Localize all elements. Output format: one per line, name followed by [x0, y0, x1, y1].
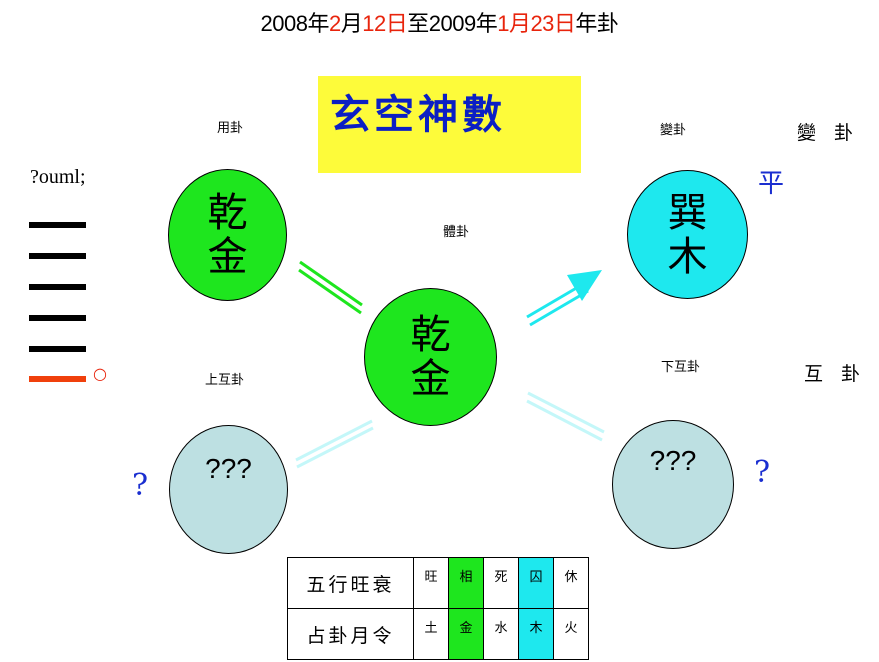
label-ping: 平 [758, 169, 785, 199]
ti-line2: 金 [410, 356, 451, 402]
label-ouml: ?ouml; [30, 166, 86, 188]
five-elements-table: 五行旺衰 旺 相 死 囚 休 占卦月令 土 金 水 木 火 [287, 557, 589, 660]
title-text: 玄空神數 [330, 91, 506, 138]
ti-hexagram: 乾 金 [364, 288, 497, 426]
row-header: 占卦月令 [287, 608, 414, 660]
table-cell: 死 [483, 557, 519, 609]
table-cell: 相 [448, 557, 484, 609]
label-bian-big: 變 卦 [797, 122, 860, 144]
table-cell: 休 [553, 557, 589, 609]
header-part: 2 [329, 11, 341, 36]
label-yong: 用卦 [217, 121, 244, 136]
bian-hexagram: 巽 木 [627, 170, 748, 299]
ti-line1: 乾 [410, 312, 451, 358]
date-range-header: 2008年2月12日至2009年1月23日年卦 [0, 6, 879, 38]
shang-hu-text: ??? [205, 453, 252, 484]
bian-line1: 巽 [667, 189, 708, 236]
yao-line-2 [29, 346, 86, 352]
yong-hexagram: 乾 金 [168, 169, 287, 301]
line-ti-xiahu [526, 391, 605, 442]
label-bian-small: 變卦 [660, 123, 687, 138]
yao-line-6 [29, 222, 86, 228]
label-xia-hu: 下互卦 [661, 360, 701, 375]
xia-hu-text: ??? [649, 445, 697, 476]
table-row: 五行旺衰 旺 相 死 囚 休 [287, 557, 589, 609]
header-part: 1月23日 [497, 11, 576, 36]
label-ti: 體卦 [443, 225, 470, 240]
header-part: 12日 [362, 11, 408, 36]
shang-hu-hexagram: ??? [169, 425, 288, 554]
xia-hu-hexagram: ??? [612, 420, 734, 549]
header-part: 月 [340, 11, 363, 36]
label-shang-hu: 上互卦 [205, 373, 245, 388]
header-part: 2008年 [260, 11, 330, 36]
table-cell: 木 [518, 608, 554, 660]
table-cell: 火 [553, 608, 589, 660]
line-ti-shanghu [295, 419, 374, 469]
label-hu-big: 互 卦 [804, 363, 867, 385]
moving-line-marker: ○ [93, 364, 107, 383]
table-cell: 旺 [413, 557, 449, 609]
line-yong-ti [298, 260, 363, 315]
table-cell: 囚 [518, 557, 554, 609]
header-part: 至2009年 [407, 11, 498, 36]
arrow-ti-bian [526, 270, 602, 327]
yao-line-3 [29, 315, 86, 321]
yao-line-4 [29, 284, 86, 290]
question-mark-right: ? [754, 455, 771, 490]
row-header: 五行旺衰 [287, 557, 414, 609]
table-cell: 水 [483, 608, 519, 660]
yao-line-5 [29, 253, 86, 259]
title-banner [318, 76, 581, 173]
yong-line1: 乾 [207, 190, 248, 236]
bian-line2: 木 [667, 233, 708, 280]
question-mark-left: ? [132, 468, 149, 503]
yao-line-1-moving [29, 376, 86, 382]
table-row: 占卦月令 土 金 水 木 火 [287, 608, 589, 660]
header-part: 年卦 [575, 11, 619, 36]
yong-line2: 金 [207, 234, 248, 280]
table-cell: 金 [448, 608, 484, 660]
table-cell: 土 [413, 608, 449, 660]
